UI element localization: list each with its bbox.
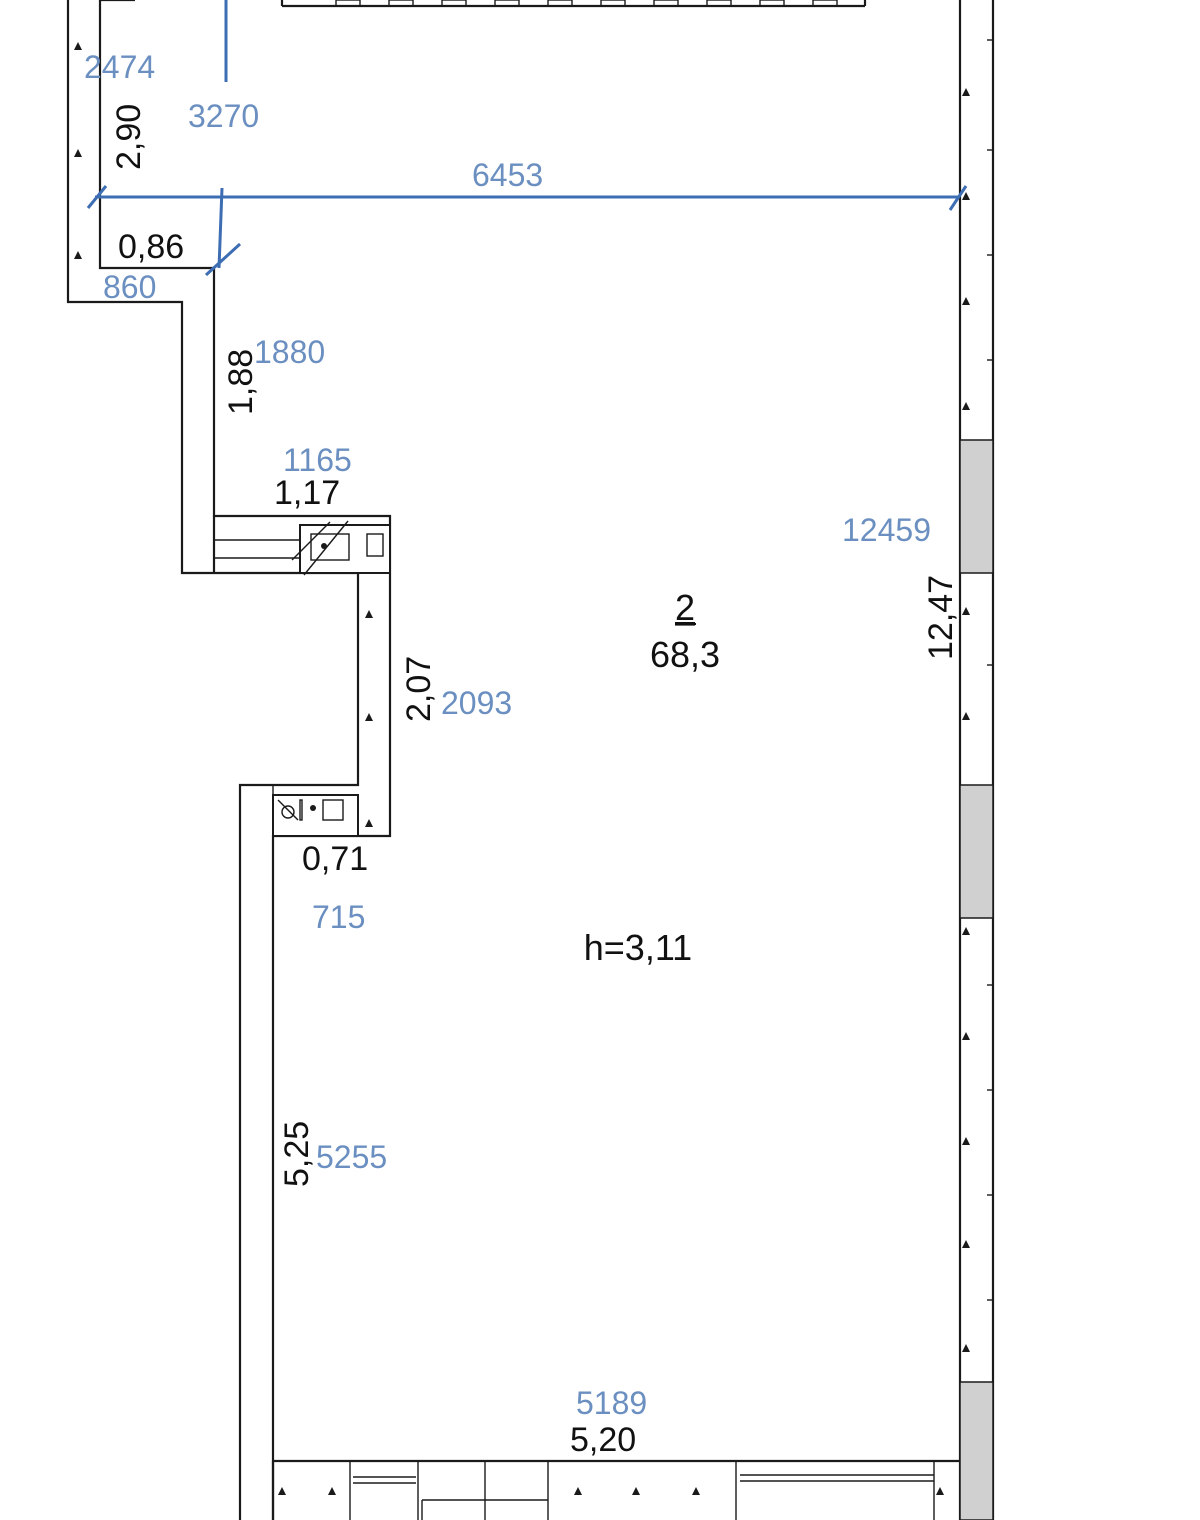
outer-wall-notches <box>987 39 993 1301</box>
dim-2093: 2093 <box>441 685 512 721</box>
dim-5255: 5255 <box>316 1139 387 1175</box>
dim-1880: 1880 <box>254 334 325 370</box>
dim-2474: 2474 <box>84 49 155 85</box>
dim-0-86: 0,86 <box>118 228 184 266</box>
ventilation-shaft-2 <box>272 794 359 837</box>
left-wall-ticks <box>74 42 373 827</box>
window-right-3 <box>959 1381 994 1520</box>
dim-6453: 6453 <box>472 157 543 193</box>
dim-1165: 1165 <box>283 442 352 478</box>
dim-12-47: 12,47 <box>922 575 960 660</box>
left-stepped-wall <box>66 0 392 1520</box>
dim-3270: 3270 <box>188 98 259 134</box>
dim-860: 860 <box>103 269 156 305</box>
room-area: 68,3 <box>650 634 720 675</box>
measurement-lines <box>86 0 968 277</box>
dim-5-20: 5,20 <box>570 1421 636 1459</box>
dim-2-07: 2,07 <box>400 656 438 722</box>
dim-12459: 12459 <box>842 512 931 548</box>
dim-5189: 5189 <box>576 1385 647 1421</box>
dim-1-17: 1,17 <box>274 474 340 512</box>
top-window-strip <box>280 0 867 8</box>
dim-0-71: 0,71 <box>302 840 368 878</box>
bottom-wall <box>271 1459 960 1520</box>
wall-tick-marks <box>962 88 970 1352</box>
dim-1-88: 1,88 <box>222 349 260 415</box>
blue-dimension-labels: 2474 3270 6453 860 1880 1165 12459 2093 … <box>84 49 931 1421</box>
dim-715: 715 <box>312 899 365 935</box>
window-right-1 <box>959 439 994 574</box>
room-number: 2 <box>675 587 695 628</box>
window-right-2 <box>959 784 994 919</box>
dim-2-90: 2,90 <box>110 104 148 170</box>
ceiling-height: h=3,11 <box>584 927 692 968</box>
right-exterior-wall <box>958 0 995 1520</box>
ventilation-shaft-1 <box>291 520 391 576</box>
dim-5-25: 5,25 <box>278 1121 316 1187</box>
